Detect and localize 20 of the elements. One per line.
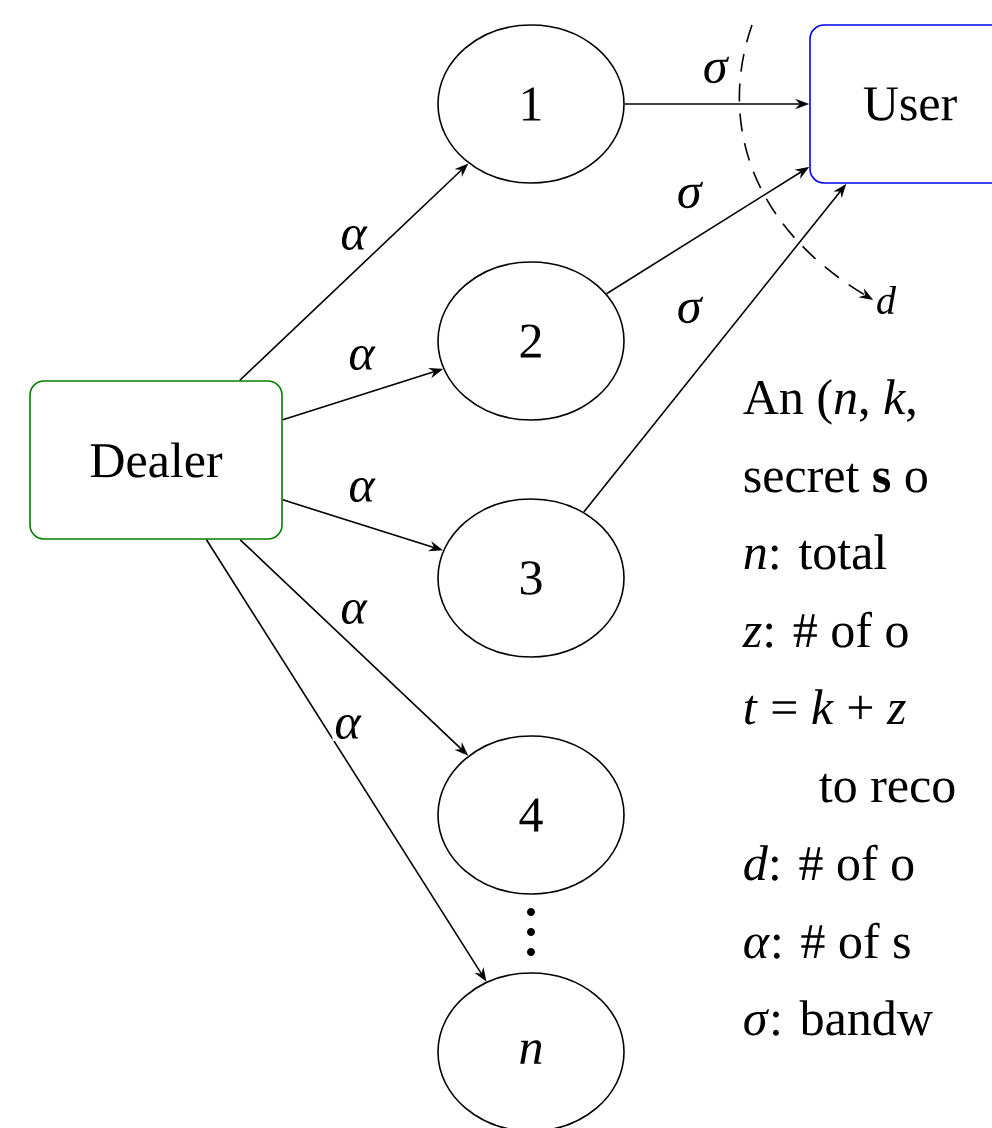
edge-label: σ bbox=[674, 294, 706, 326]
definition-text: σ: bandw bbox=[744, 1000, 933, 1036]
edge-label: σ bbox=[700, 54, 732, 86]
definition-text: α: # of s bbox=[744, 922, 910, 959]
edge-label: α bbox=[332, 712, 364, 742]
dealer-box: Dealer bbox=[29, 380, 283, 540]
edge-label: α bbox=[338, 223, 370, 253]
edge-label: α bbox=[338, 597, 370, 627]
user-box: User bbox=[809, 24, 992, 184]
edge-label: α bbox=[346, 475, 378, 505]
definition-text: n: total bbox=[744, 534, 887, 570]
edge-label: α bbox=[346, 343, 378, 373]
definition-text: secret s o bbox=[744, 463, 927, 493]
definition-text: d: # of o bbox=[744, 844, 914, 881]
definition-text: An (n, k, bbox=[743, 379, 915, 425]
definition-text: to reco bbox=[819, 773, 955, 803]
definition-text: t = k + z bbox=[745, 689, 906, 725]
variable-label: d bbox=[877, 285, 897, 315]
definition-text: z: # of o bbox=[742, 611, 908, 648]
edge-label: σ bbox=[674, 179, 706, 211]
